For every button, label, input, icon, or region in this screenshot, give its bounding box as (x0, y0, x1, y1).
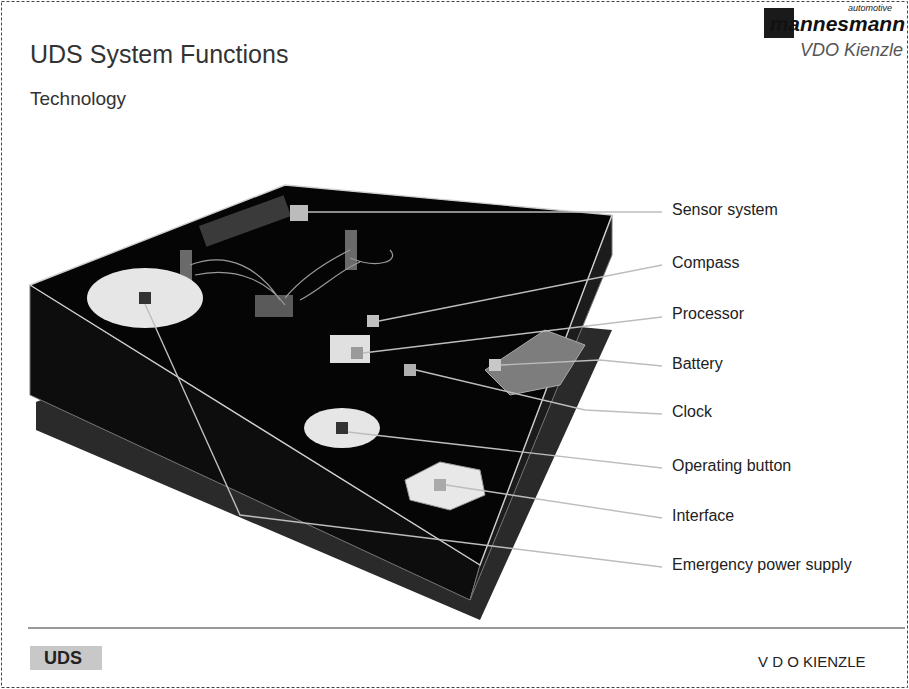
leader-line (379, 265, 662, 321)
connector-block (255, 295, 293, 317)
part-label: Operating button (672, 457, 791, 475)
interface-plug (405, 462, 485, 510)
connector-strip (199, 195, 291, 246)
part-label: Sensor system (672, 201, 778, 219)
ribbon-wires (190, 250, 393, 305)
button-marker (336, 422, 348, 434)
part-label: Clock (672, 403, 712, 421)
processor-chip (330, 335, 370, 363)
slide-title: UDS System Functions (30, 40, 288, 69)
sensor-part (290, 205, 308, 221)
part-label: Battery (672, 355, 723, 373)
battery-pack (485, 330, 585, 395)
part-label: Interface (672, 507, 734, 525)
footer-badge: UDS (44, 648, 82, 669)
leader-line (501, 360, 662, 366)
part-label: Compass (672, 254, 740, 272)
leader-line (416, 370, 662, 414)
interface-marker (434, 479, 446, 491)
backup-cell (87, 268, 203, 328)
part-label: Processor (672, 305, 744, 323)
part-label: Emergency power supply (672, 556, 852, 574)
compass-part (367, 315, 379, 327)
leader-line (305, 211, 662, 212)
leader-line (348, 432, 662, 468)
logo-wordmark: mannesmann (770, 12, 905, 36)
box-top (30, 185, 612, 565)
leader-line (145, 304, 662, 567)
backup-marker (139, 292, 151, 304)
processor-marker (351, 347, 363, 359)
leader-line (363, 317, 662, 353)
logo-subbrand: VDO Kienzle (800, 40, 903, 61)
leader-line (446, 485, 662, 518)
footer-patch (30, 646, 102, 670)
button-disc (304, 408, 380, 448)
battery-marker (489, 359, 501, 371)
logo-tagline: automotive (848, 3, 892, 13)
footer-brand: V D O KIENZLE (758, 653, 866, 670)
footer-rule (28, 627, 905, 628)
clock-part (404, 364, 416, 376)
slide-subtitle: Technology (30, 88, 126, 110)
